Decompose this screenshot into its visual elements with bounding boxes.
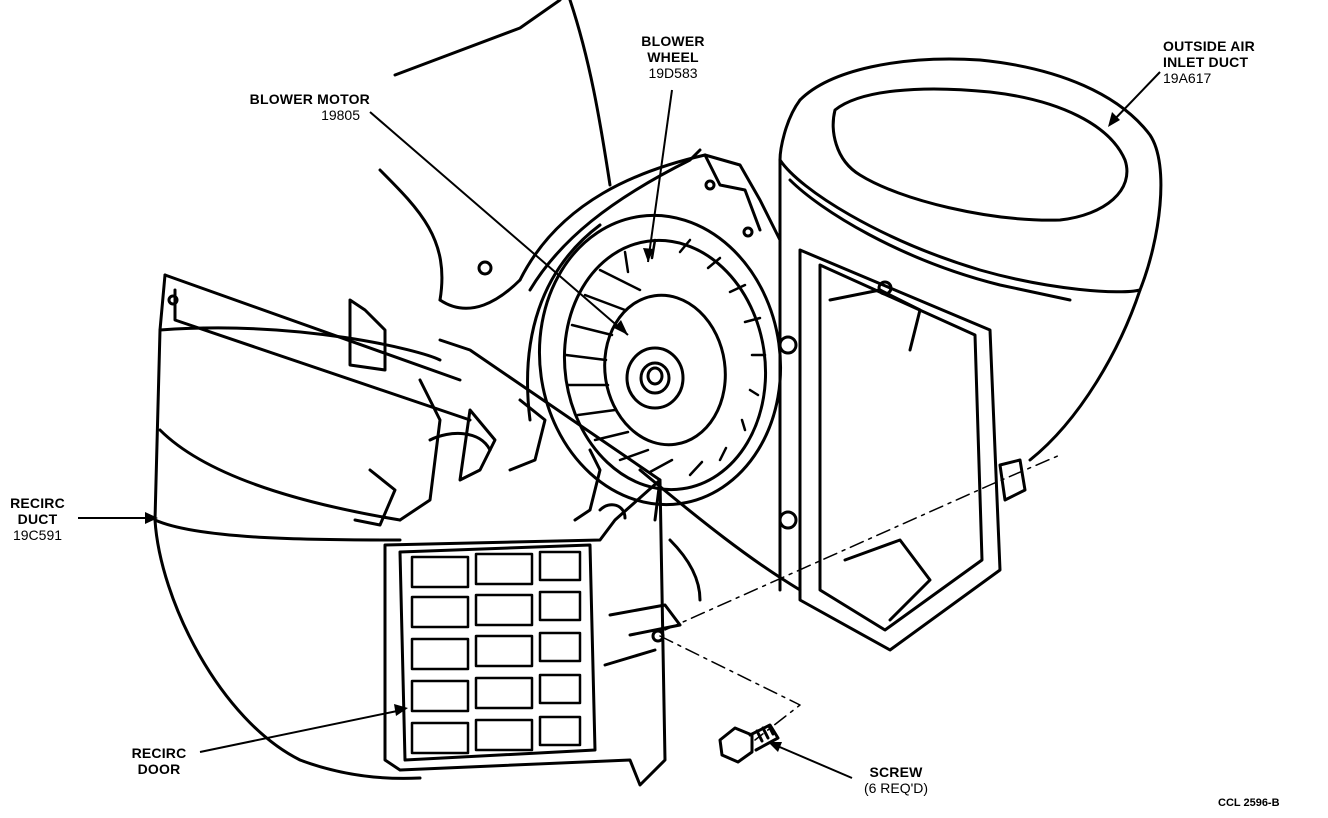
outside-air-label: OUTSIDE AIR INLET DUCT 19A617 xyxy=(1163,38,1283,86)
blower-motor-label: BLOWER MOTOR 19805 xyxy=(210,91,370,123)
blower-wheel-label: BLOWER WHEEL 19D583 xyxy=(628,33,718,81)
screw-qty: (6 REQ'D) xyxy=(863,780,929,796)
figure-code: CCL 2596-B xyxy=(1218,797,1280,809)
recirc-duct-arrowhead xyxy=(145,512,158,524)
outside-air-name-2: INLET DUCT xyxy=(1163,54,1249,70)
recirc-duct-name-2: DUCT xyxy=(17,511,58,527)
recirc-door xyxy=(383,478,682,787)
recirc-duct-name-1: RECIRC xyxy=(10,495,65,511)
blower-motor-arrowhead xyxy=(614,320,628,335)
heater-housing xyxy=(378,0,702,310)
screw-leader xyxy=(774,744,853,779)
screw-name: SCREW xyxy=(869,764,923,780)
recirc-duct-brackets xyxy=(348,298,662,527)
blower-wheel-part: 19D583 xyxy=(648,65,698,81)
recirc-duct xyxy=(153,273,472,780)
outside-air-leader xyxy=(1111,71,1161,123)
screw-arrowhead xyxy=(768,742,782,752)
outside-air-name-1: OUTSIDE AIR xyxy=(1163,38,1255,54)
recirc-door-name-2: DOOR xyxy=(137,761,181,777)
blower-motor-name: BLOWER MOTOR xyxy=(249,91,370,107)
blower-wheel xyxy=(537,213,783,507)
recirc-duct-label: RECIRC DUCT 19C591 xyxy=(0,495,75,543)
alignment-lines xyxy=(659,454,1061,741)
blower-motor-leader xyxy=(369,111,629,336)
outside-air-inlet-duct xyxy=(778,57,1163,652)
blower-motor-hub xyxy=(625,346,685,410)
screw-part xyxy=(718,723,780,764)
blower-wheel-name-2: WHEEL xyxy=(647,49,699,65)
recirc-door-label: RECIRC DOOR xyxy=(118,745,200,777)
outside-air-arrowhead xyxy=(1108,112,1120,127)
recirc-door-name-1: RECIRC xyxy=(131,745,187,761)
blower-motor-part: 19805 xyxy=(321,107,360,123)
screw-label: SCREW (6 REQ'D) xyxy=(846,764,946,796)
blower-wheel-leader xyxy=(647,89,673,263)
recirc-duct-part: 19C591 xyxy=(12,527,63,543)
outside-air-part: 19A617 xyxy=(1163,70,1212,86)
blower-wheel-arrowhead xyxy=(643,248,654,262)
recirc-door-leader xyxy=(199,709,403,753)
blower-wheel-name-1: BLOWER xyxy=(641,33,705,49)
recirc-door-arrowhead xyxy=(394,704,408,716)
